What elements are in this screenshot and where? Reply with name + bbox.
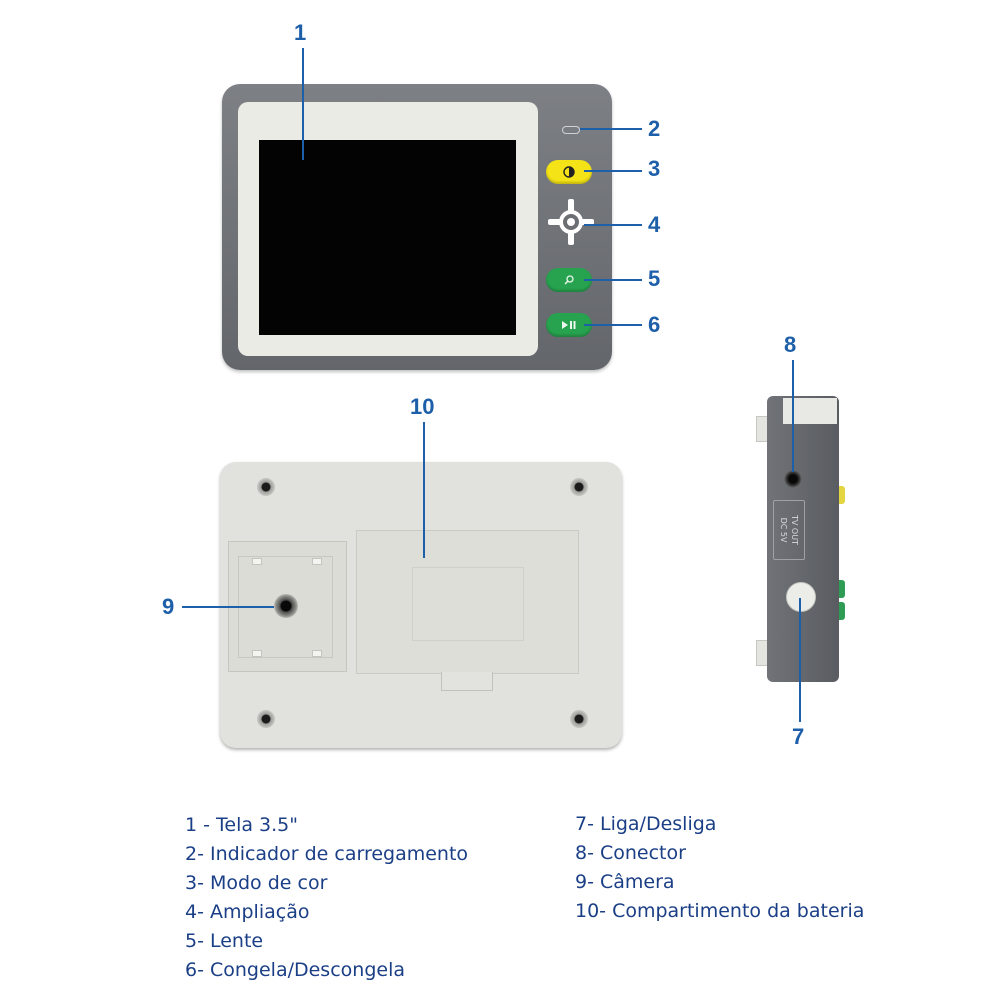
screw-top-right xyxy=(570,478,588,496)
leader-8 xyxy=(792,360,794,472)
contrast-icon xyxy=(563,166,575,178)
charging-indicator-led xyxy=(562,126,580,134)
legend-item: 10- Compartimento da bateria xyxy=(575,900,865,922)
legend-item: 3- Modo de cor xyxy=(185,872,328,894)
legend-item: 7- Liga/Desliga xyxy=(575,813,717,835)
callout-7: 7 xyxy=(792,724,805,749)
tv-out-connector[interactable] xyxy=(784,470,802,488)
port-label-line: DC 5V xyxy=(779,517,788,543)
magnifier-icon xyxy=(564,275,574,285)
legend-item: 6- Congela/Descongela xyxy=(185,959,405,981)
legend-item: 9- Câmera xyxy=(575,871,675,893)
leader-6 xyxy=(584,324,642,326)
callout-10: 10 xyxy=(410,394,435,419)
battery-latch[interactable] xyxy=(441,672,493,691)
leader-4 xyxy=(584,224,642,226)
screw-bottom-left xyxy=(257,710,275,728)
leader-9 xyxy=(182,606,274,608)
legend-item: 5- Lente xyxy=(185,930,264,952)
legend-item: 2- Indicador de carregamento xyxy=(185,843,469,865)
callout-3: 3 xyxy=(648,156,661,181)
camera-led xyxy=(252,558,262,565)
callout-5: 5 xyxy=(648,266,661,291)
callout-4: 4 xyxy=(648,212,661,237)
color-mode-button[interactable] xyxy=(546,160,592,184)
leader-2 xyxy=(580,128,642,130)
callout-6: 6 xyxy=(648,312,661,337)
port-label-line: TV OUT xyxy=(790,515,799,545)
camera-led xyxy=(312,558,322,565)
side-housing xyxy=(767,396,839,682)
leader-5 xyxy=(584,279,642,281)
leader-1 xyxy=(302,48,304,160)
screen-display xyxy=(259,140,516,335)
power-button[interactable] xyxy=(786,582,816,612)
battery-compartment[interactable] xyxy=(356,530,579,674)
side-nub-green xyxy=(839,602,845,620)
play-pause-icon xyxy=(562,321,576,329)
callout-1: 1 xyxy=(294,20,307,45)
leader-7 xyxy=(799,598,801,722)
callout-8: 8 xyxy=(784,332,797,357)
camera-led xyxy=(252,650,262,657)
callout-2: 2 xyxy=(648,116,661,141)
leader-10 xyxy=(423,422,425,558)
screw-bottom-right xyxy=(570,710,588,728)
side-nub-yellow xyxy=(839,486,845,504)
leader-3 xyxy=(584,170,642,172)
camera-led xyxy=(312,650,322,657)
dpad-icon[interactable] xyxy=(547,198,595,246)
legend-item: 4- Ampliação xyxy=(185,901,310,923)
legend-item: 8- Conector xyxy=(575,842,686,864)
screw-top-left xyxy=(257,478,275,496)
camera-lens xyxy=(274,594,298,618)
legend-item: 1 - Tela 3.5" xyxy=(185,814,299,836)
port-label: TV OUT DC 5V xyxy=(773,500,805,560)
callout-9: 9 xyxy=(162,594,175,619)
battery-label-area xyxy=(412,567,524,641)
side-nub-green xyxy=(839,580,845,598)
